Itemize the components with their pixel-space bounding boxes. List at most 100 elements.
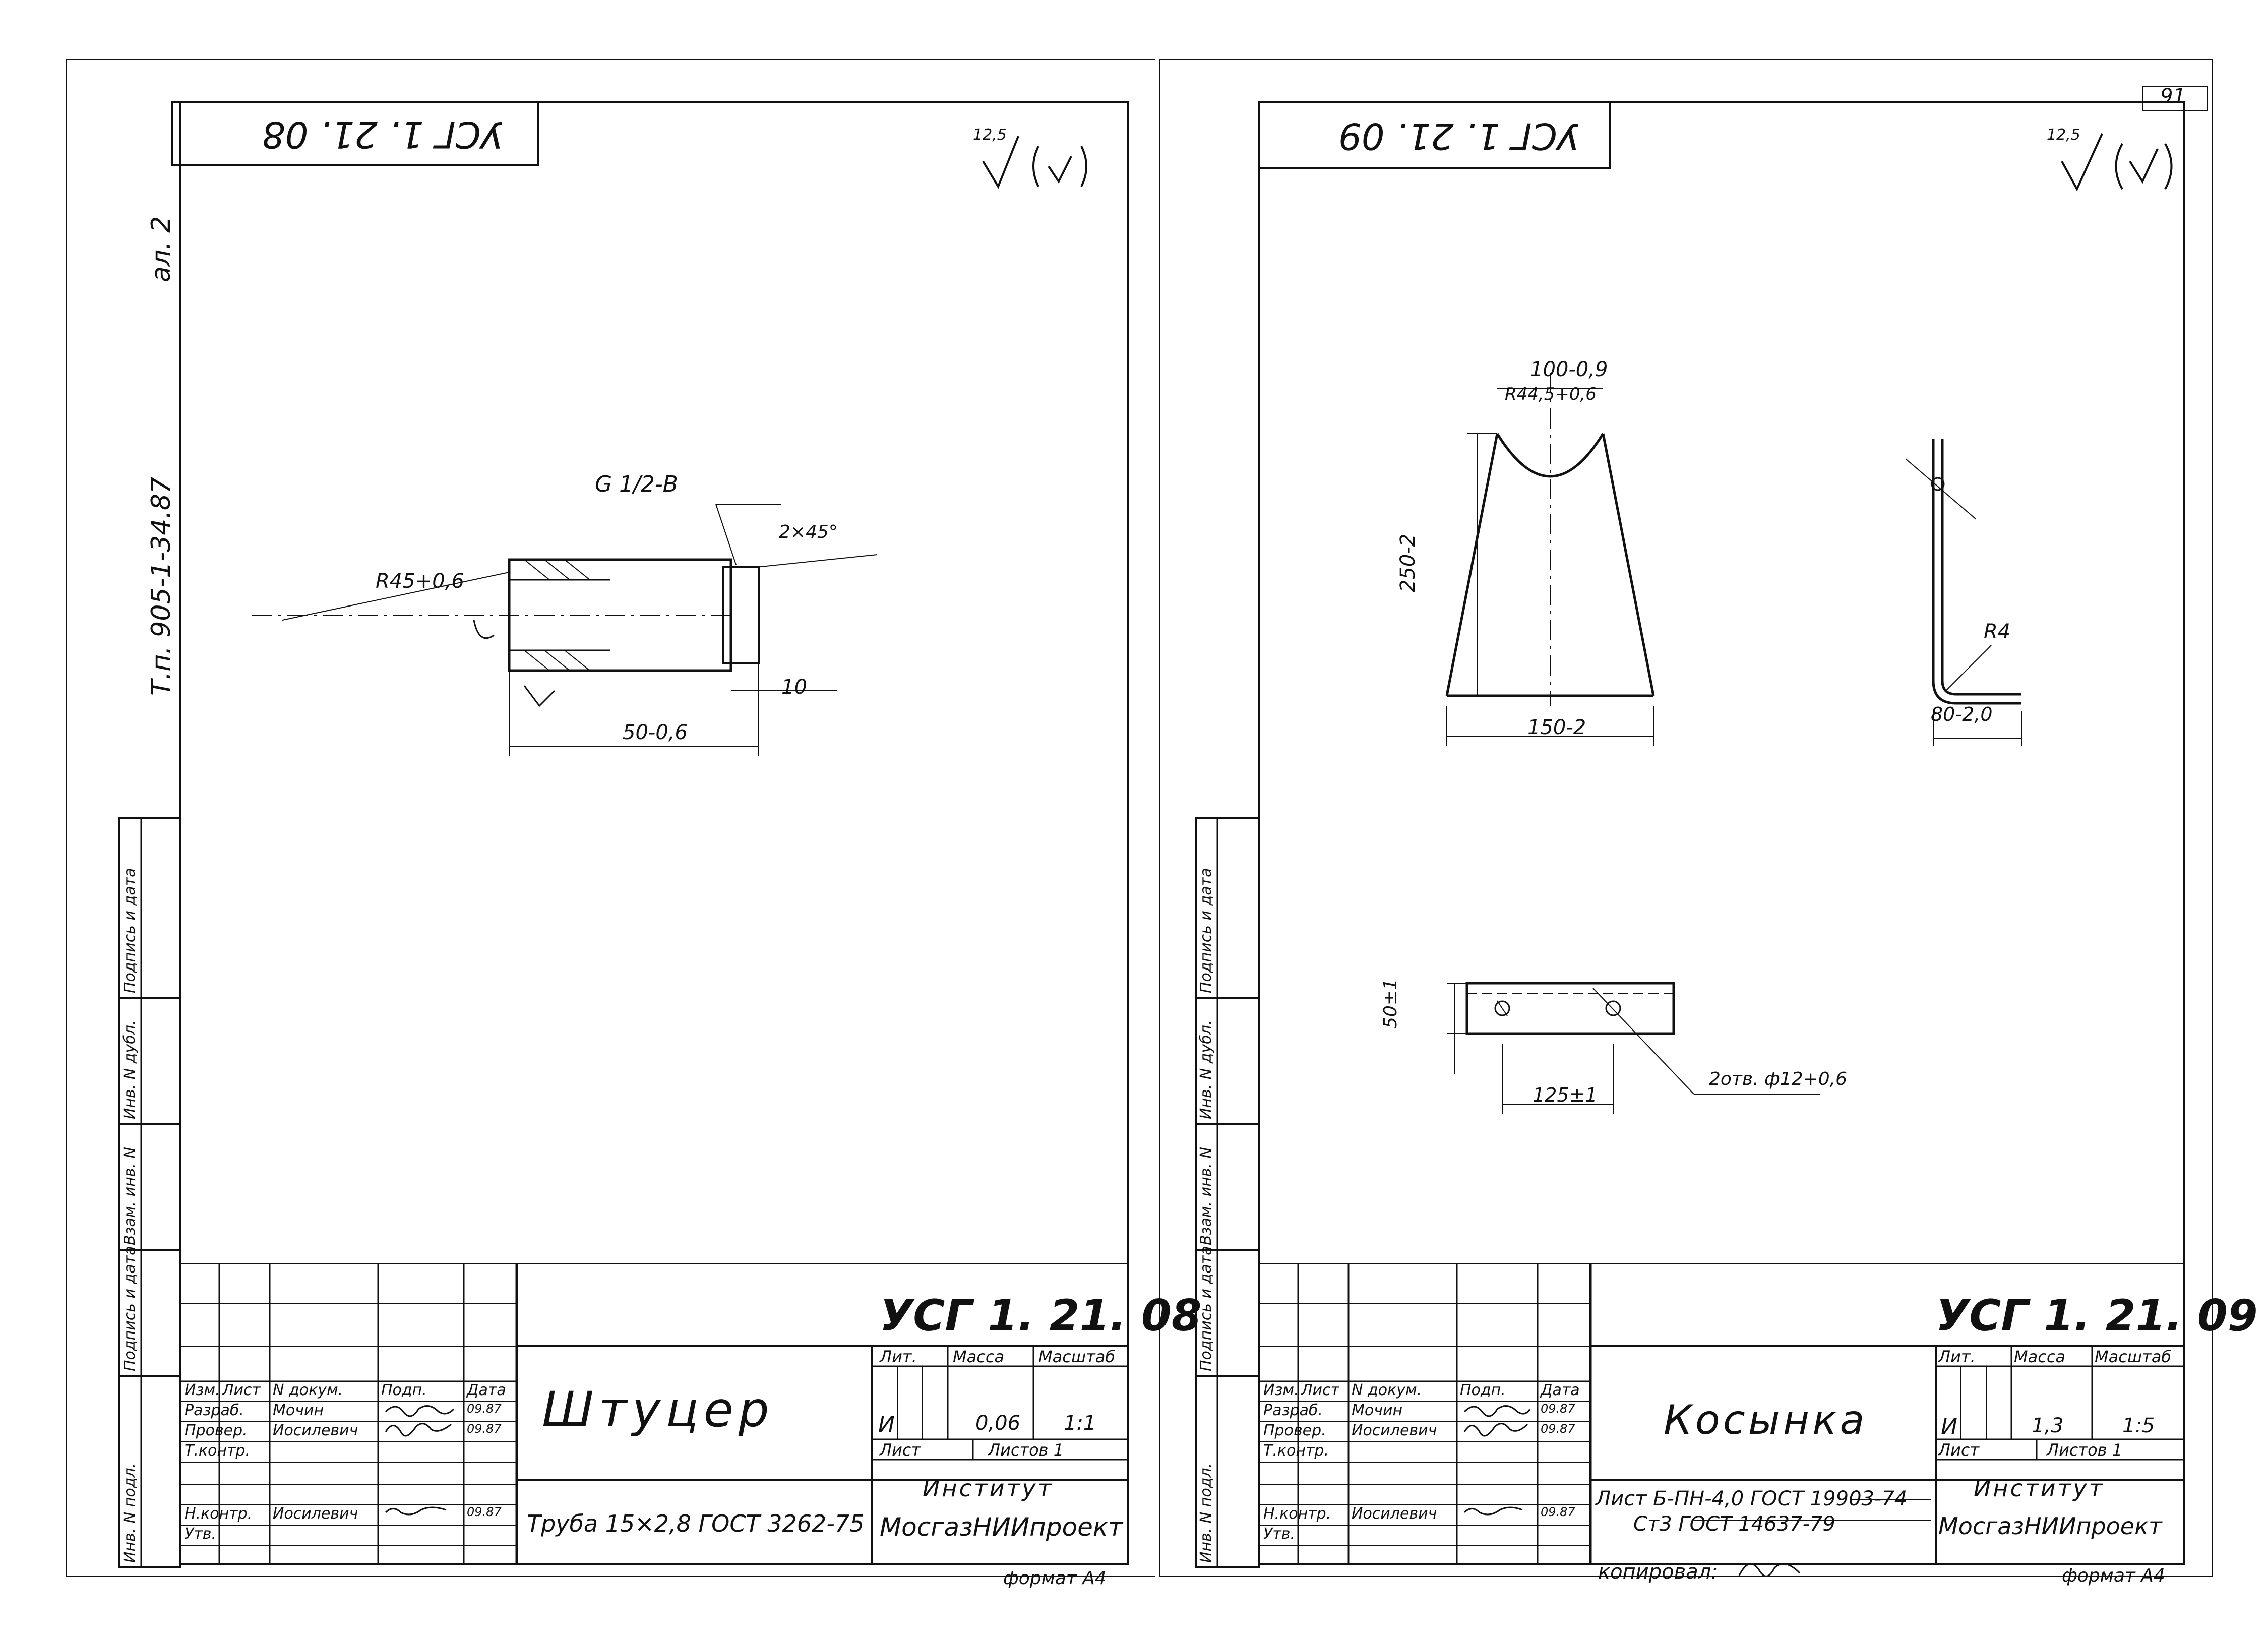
- right-hdr-scale: Масштаб: [2095, 1347, 2172, 1366]
- right-role-0: Разраб.: [1263, 1402, 1323, 1419]
- right-dim-holes: 2отв. ф12+0,6: [1709, 1069, 1848, 1089]
- right-hdr-mass: Масса: [2014, 1347, 2066, 1366]
- roughness-check-icon-right: [2061, 133, 2173, 192]
- left-name-1: Иосилевич: [273, 1422, 358, 1439]
- left-org-2: МосгазНИИпроект: [880, 1512, 1123, 1542]
- right-part-title: Косынка: [1664, 1397, 1868, 1443]
- left-drawing-fitting: [242, 454, 897, 776]
- right-title-block: [1260, 1261, 2185, 1565]
- right-dim-flange: 80-2,0: [1931, 703, 1993, 725]
- right-dim-radius: R44,5+0,6: [1505, 384, 1597, 404]
- right-sheets-label: Листов 1: [2047, 1440, 2123, 1460]
- left-name-4: Иосилевич: [273, 1505, 358, 1523]
- left-role-0: Разраб.: [185, 1402, 244, 1419]
- left-side-label-1: Подпись и дата: [121, 1246, 139, 1372]
- roughness-check-icon: [982, 136, 1087, 189]
- right-side-label-3: Инв. N дубл.: [1197, 1020, 1215, 1120]
- left-dim-thread-length: 10: [781, 676, 807, 699]
- right-row-head-2: N докум.: [1352, 1381, 1422, 1399]
- right-litera: И: [1941, 1414, 1957, 1440]
- right-row-head-0: Изм.: [1263, 1381, 1299, 1399]
- left-roughness-sign: 12,5: [973, 126, 1094, 192]
- left-hdr-litera: Лит.: [880, 1347, 917, 1366]
- left-side-label-2: Взам. инв. N: [121, 1147, 139, 1245]
- right-dim-top-width: 100-0,9: [1530, 358, 1608, 381]
- right-side-label-0: Инв. N подл.: [1197, 1463, 1215, 1563]
- left-date-4: 09.87: [467, 1505, 502, 1519]
- left-title-block: [181, 1261, 1129, 1565]
- right-role-2: Т.контр.: [1263, 1442, 1329, 1460]
- right-sheet-label: Лист: [1938, 1440, 1980, 1460]
- left-designation: УСГ 1. 21. 08: [880, 1291, 1202, 1341]
- left-dim-length: 50-0,6: [623, 721, 688, 744]
- right-signatures: [1459, 1399, 1535, 1530]
- right-stamp-mirrored: УСГ 1. 21. 09: [1338, 115, 1579, 157]
- left-litera: И: [878, 1412, 895, 1437]
- left-sheets-label: Листов 1: [988, 1440, 1064, 1460]
- left-date-1: 09.87: [467, 1422, 502, 1436]
- left-side-stamp-lines: [118, 817, 181, 1568]
- left-row-head-4: Дата: [467, 1381, 506, 1399]
- right-dim-bend-radius: R4: [1984, 620, 2011, 643]
- right-side-label-2: Взам. инв. N: [1197, 1147, 1215, 1245]
- left-row-head-0: Изм.: [185, 1381, 220, 1399]
- right-date-1: 09.87: [1541, 1422, 1575, 1436]
- left-role-4: Н.контр.: [185, 1505, 253, 1523]
- right-dim-bottom-width: 150-2: [1527, 716, 1586, 739]
- left-stamp-box: [171, 101, 539, 166]
- left-role-5: Утв.: [185, 1525, 216, 1543]
- right-material-2: Ст3 ГОСТ 14637-79: [1633, 1512, 1835, 1536]
- copied-by-label: копировал:: [1598, 1560, 1718, 1584]
- left-org-1: Институт: [923, 1475, 1054, 1502]
- right-hdr-litera: Лит.: [1938, 1347, 1976, 1366]
- left-scale: 1:1: [1064, 1412, 1096, 1435]
- left-mass: 0,06: [975, 1412, 1021, 1435]
- right-roughness-value: 12,5: [2047, 126, 2080, 144]
- left-hdr-mass: Масса: [953, 1347, 1005, 1366]
- right-name-4: Иосилевич: [1352, 1505, 1437, 1523]
- right-roughness-sign: 12,5: [2047, 126, 2178, 192]
- left-dim-radius: R45+0,6: [376, 570, 464, 593]
- left-row-head-2: N докум.: [273, 1381, 343, 1399]
- left-signatures: [381, 1399, 461, 1530]
- left-side-label-3: Инв. N дубл.: [121, 1020, 139, 1120]
- right-dim-width: 50±1: [1380, 979, 1401, 1028]
- page-number-box: [2142, 86, 2208, 111]
- left-material: Труба 15×2,8 ГОСТ 3262-75: [527, 1510, 865, 1537]
- left-role-2: Т.контр.: [185, 1442, 251, 1460]
- right-row-head-1: Лист: [1301, 1381, 1340, 1399]
- right-side-label-1: Подпись и дата: [1197, 1246, 1215, 1372]
- album-reference: ал. 2: [146, 216, 176, 282]
- right-side-label-4: Подпись и дата: [1197, 868, 1215, 994]
- right-drawing-plan: [1401, 958, 1855, 1134]
- left-role-1: Провер.: [185, 1422, 248, 1439]
- right-row-head-4: Дата: [1541, 1381, 1580, 1399]
- right-dim-hole-spacing: 125±1: [1533, 1084, 1598, 1106]
- right-date-4: 09.87: [1541, 1505, 1575, 1519]
- right-role-5: Утв.: [1263, 1525, 1295, 1543]
- outer-border-left: [66, 59, 1155, 1577]
- left-side-label-4: Подпись и дата: [121, 868, 139, 994]
- left-row-head-3: Подп.: [381, 1381, 427, 1399]
- right-role-4: Н.контр.: [1263, 1505, 1331, 1523]
- left-sheet-label: Лист: [880, 1440, 921, 1460]
- right-drawing-front: [1401, 353, 1684, 766]
- right-org-1: Институт: [1974, 1475, 2105, 1502]
- copied-by-signature: [1734, 1555, 1805, 1586]
- right-stamp-box: [1258, 101, 1611, 169]
- left-part-title: Штуцер: [542, 1381, 774, 1438]
- right-mass: 1,3: [2032, 1414, 2064, 1437]
- left-dim-thread: G 1/2-B: [595, 471, 678, 497]
- page-number: 91: [2160, 85, 2186, 108]
- left-stamp-mirrored: УСГ 1. 21. 08: [262, 113, 503, 156]
- right-format: формат А4: [2062, 1565, 2165, 1586]
- left-side-label-0: Инв. N подл.: [121, 1463, 139, 1563]
- right-name-1: Иосилевич: [1352, 1422, 1437, 1439]
- left-dim-chamfer: 2×45°: [779, 522, 838, 542]
- left-format: формат А4: [1003, 1568, 1107, 1589]
- right-drawing-side: [1885, 429, 2047, 756]
- right-side-stamp-lines: [1195, 817, 1260, 1568]
- right-row-head-3: Подп.: [1460, 1381, 1506, 1399]
- left-name-0: Мочин: [273, 1402, 324, 1419]
- left-row-head-1: Лист: [222, 1381, 261, 1399]
